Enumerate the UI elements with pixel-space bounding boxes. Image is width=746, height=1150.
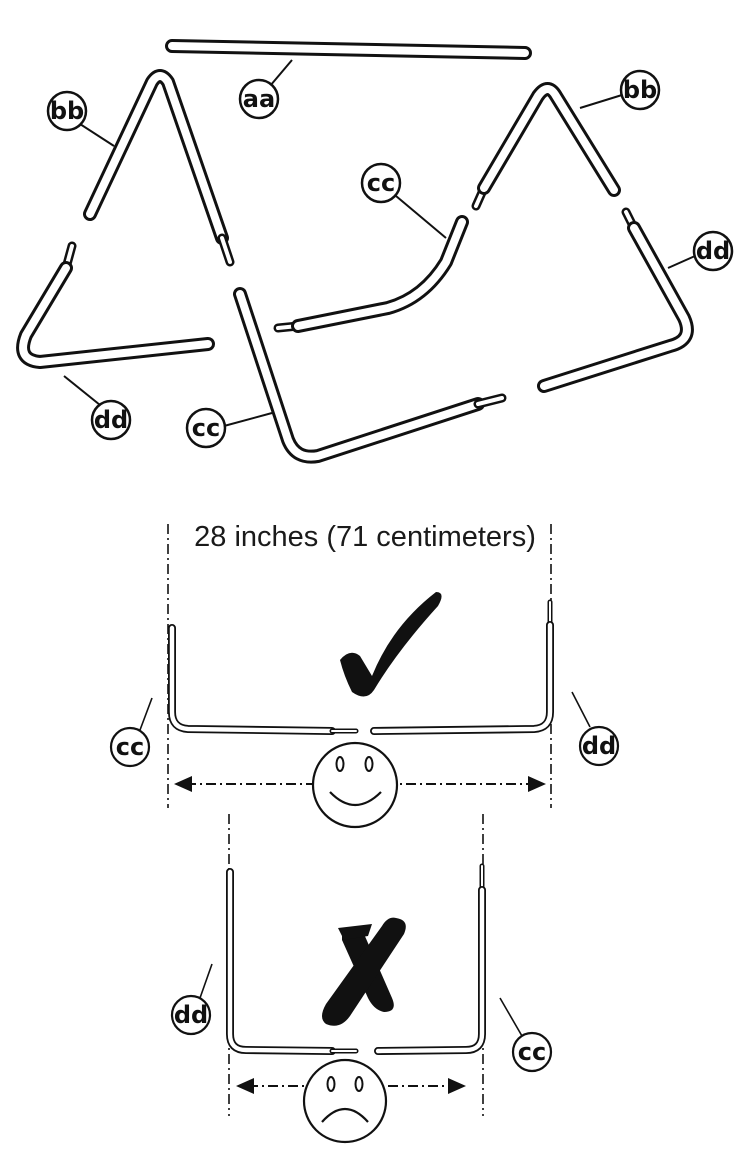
callout-dd-right: dd bbox=[667, 230, 734, 272]
pole-bb-left bbox=[83, 69, 235, 267]
check-mark-icon bbox=[340, 592, 442, 697]
exploded-view: aa bb bb cc dd dd cc bbox=[16, 39, 734, 464]
label-dd-left: dd bbox=[94, 406, 128, 434]
callout-dd-incorrect: dd bbox=[170, 963, 213, 1036]
label-cc-middle: cc bbox=[367, 169, 395, 197]
pole-aa bbox=[165, 39, 532, 60]
label-aa: aa bbox=[243, 85, 275, 113]
frowning-face-icon bbox=[302, 1058, 388, 1144]
callout-dd-left: dd bbox=[63, 375, 132, 441]
callout-bb-right: bb bbox=[579, 69, 661, 111]
x-mark-icon bbox=[322, 917, 406, 1026]
callout-dd-correct: dd bbox=[571, 691, 620, 767]
label-dd-correct: dd bbox=[582, 732, 616, 760]
pole-cc-middle bbox=[273, 215, 469, 333]
callout-cc-middle: cc bbox=[360, 162, 447, 239]
pole-dd-left bbox=[16, 241, 215, 369]
callout-bb-left: bb bbox=[46, 90, 115, 147]
callout-cc-correct: cc bbox=[109, 697, 153, 768]
pole-bb-right bbox=[471, 82, 621, 211]
dimension-label: 28 inches (71 centimeters) bbox=[194, 521, 536, 553]
smiley-face-icon bbox=[311, 741, 399, 829]
label-dd-incorrect: dd bbox=[174, 1001, 208, 1029]
correct-assembly: cc dd bbox=[109, 524, 620, 829]
label-bb-right: bb bbox=[623, 76, 657, 104]
callout-cc-left: cc bbox=[185, 407, 273, 449]
pole-cc-left bbox=[233, 287, 507, 464]
label-cc-incorrect: cc bbox=[518, 1038, 546, 1066]
label-bb-left: bb bbox=[50, 97, 84, 125]
incorrect-assembly: dd cc bbox=[170, 814, 553, 1144]
callout-cc-incorrect: cc bbox=[499, 997, 553, 1073]
pole-dd-right bbox=[537, 207, 694, 393]
label-dd-right: dd bbox=[696, 237, 730, 265]
callout-aa: aa bbox=[238, 59, 293, 120]
label-cc-correct: cc bbox=[116, 733, 144, 761]
label-cc-left: cc bbox=[192, 414, 220, 442]
